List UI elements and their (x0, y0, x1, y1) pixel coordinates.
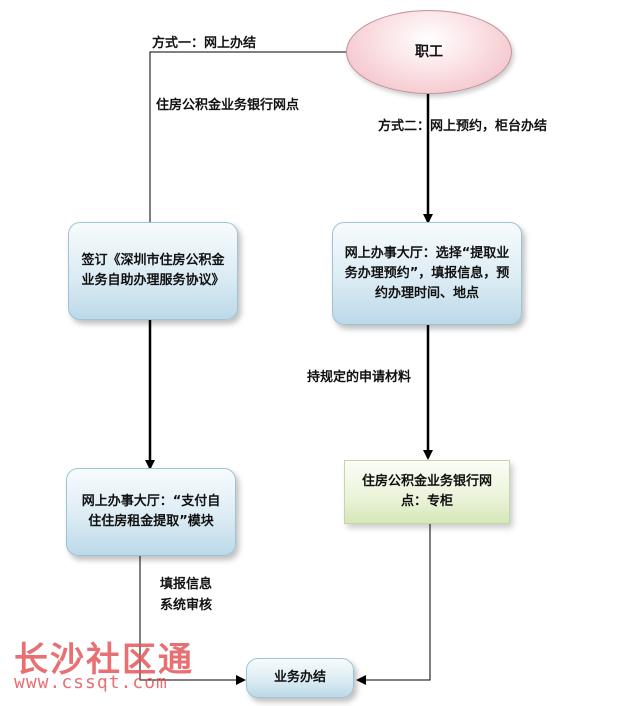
label-method-two: 方式二：网上预约，柜台办结 (378, 119, 548, 134)
label-fill-info: 填报信息 (160, 577, 213, 592)
node-sign-agreement: 签订《深圳市住房公积金业务自助办理服务协议》 (68, 222, 238, 320)
node-bank-outlet-counter: 住房公积金业务银行网点：专柜 (344, 460, 510, 524)
label-bank-outlet: 住房公积金业务银行网点 (156, 98, 300, 113)
label-method-one: 方式一：网上办结 (152, 36, 257, 51)
watermark-logo: 长沙社区通 (14, 640, 194, 680)
edge-rent-to-done (139, 555, 246, 685)
edge-counter-to-done (356, 524, 431, 685)
watermark-url: www.cssqt.com (14, 672, 168, 693)
label-system-review: 系统审核 (160, 598, 213, 613)
edge-employee-to-agreement (149, 51, 348, 225)
label-materials: 持规定的申请材料 (307, 370, 412, 385)
node-online-hall-reserve: 网上办事大厅：选择“提取业务办理预约”，填报信息，预约办理时间、地点 (332, 222, 522, 325)
node-done: 业务办结 (246, 658, 354, 698)
node-employee: 职工 (346, 10, 512, 94)
node-online-hall-rent: 网上办事大厅：“支付自住住房租金提取”模块 (66, 468, 236, 556)
